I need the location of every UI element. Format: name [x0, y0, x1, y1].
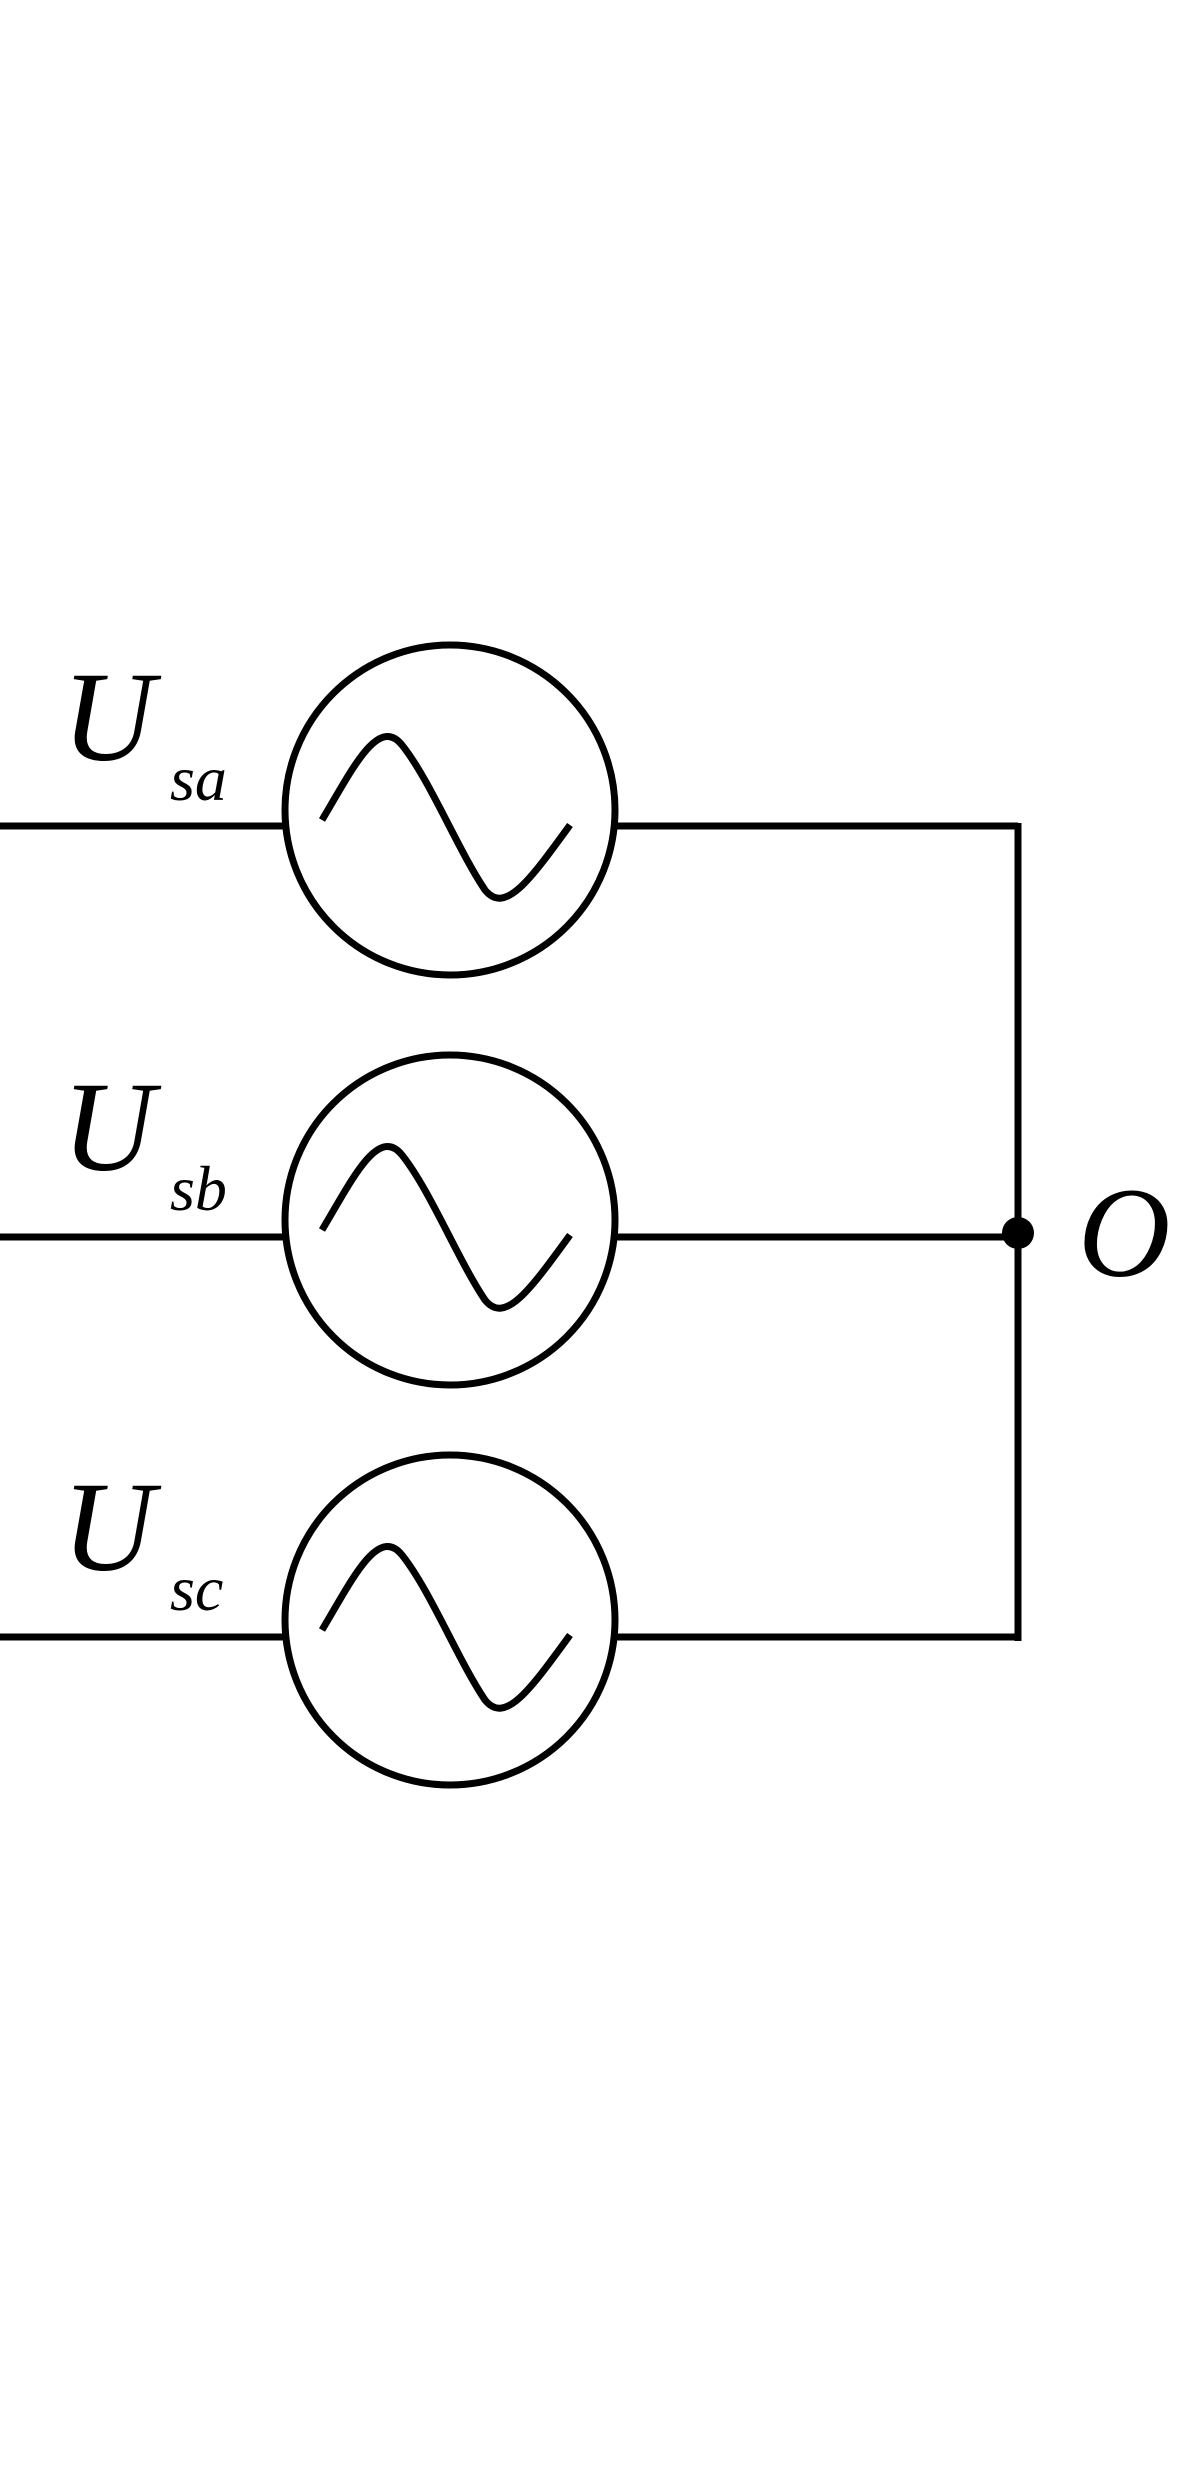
phase-c-subscript: sc	[170, 1553, 223, 1624]
phase-c-symbol: U	[62, 1456, 162, 1598]
phase-b-label: U sb	[62, 1056, 227, 1224]
phase-b-source-circle	[281, 1051, 619, 1389]
phase-a-subscript: sa	[170, 743, 227, 814]
phase-a-source: U sa	[0, 641, 1018, 979]
phase-c-source: U sc	[0, 1451, 1018, 1789]
phase-c-sine-icon	[318, 1543, 573, 1712]
neutral-node-label: O	[1078, 1162, 1170, 1304]
phase-a-label: U sa	[62, 646, 227, 814]
phase-b-symbol: U	[62, 1056, 162, 1198]
phase-a-symbol: U	[62, 646, 162, 788]
neutral-junction-dot	[1002, 1217, 1034, 1249]
phase-b-subscript: sb	[170, 1153, 227, 1224]
phase-a-source-circle	[281, 641, 619, 979]
phase-c-source-circle	[281, 1451, 619, 1789]
phase-a-sine-icon	[318, 733, 573, 902]
phase-b-sine-icon	[318, 1143, 573, 1312]
phase-c-label: U sc	[62, 1456, 223, 1624]
phase-b-source: U sb	[0, 1051, 1018, 1389]
